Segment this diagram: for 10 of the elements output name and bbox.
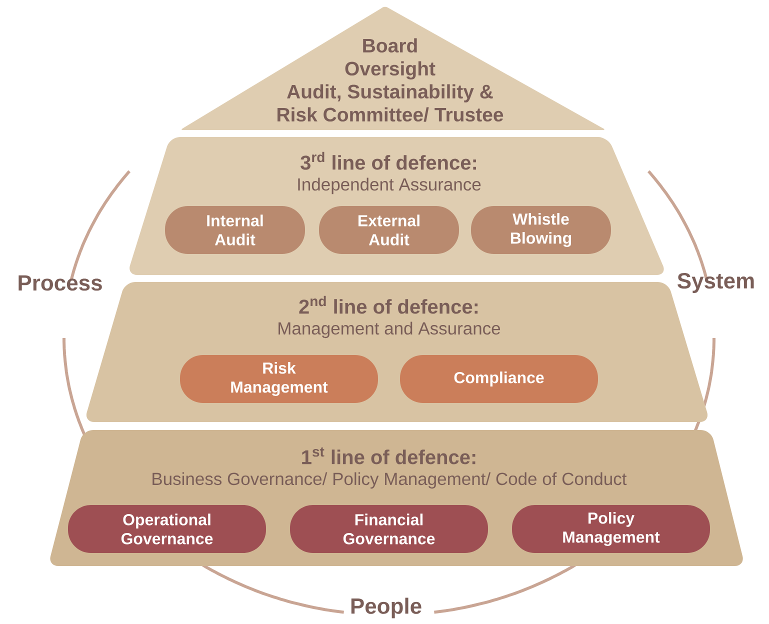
pill-box: Risk Management: [180, 355, 378, 403]
pill-box: External Audit: [319, 206, 459, 254]
pill-box: Whistle Blowing: [471, 206, 611, 254]
pill-box: Financial Governance: [290, 505, 488, 553]
pyramid-apex: Board Oversight Audit, Sustainability & Risk Committee/ Trustee: [182, 6, 604, 130]
pill-box: Compliance: [400, 355, 598, 403]
pill-box: Operational Governance: [68, 505, 266, 553]
pill-box: Policy Management: [512, 505, 710, 553]
pill-box: Internal Audit: [165, 206, 305, 254]
cycle-label: People: [351, 598, 422, 618]
